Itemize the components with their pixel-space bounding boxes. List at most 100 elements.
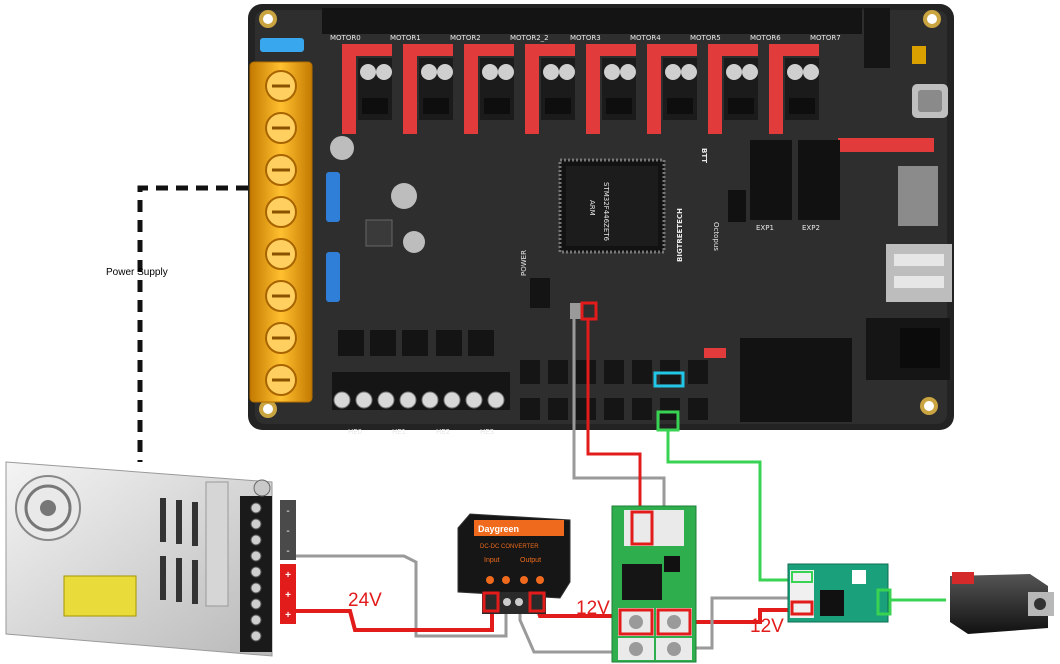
driver-pins — [667, 98, 693, 114]
driver-capacitor — [437, 64, 453, 80]
screw-icon — [487, 391, 505, 409]
heater-label: HE3 — [480, 428, 494, 436]
laser-module — [950, 572, 1054, 634]
driver-header — [718, 44, 758, 56]
gray-wire-12v — [690, 596, 800, 650]
driver-capacitor — [803, 64, 819, 80]
sd-card-slot — [898, 166, 938, 226]
driver-pins — [606, 98, 632, 114]
driver-header — [586, 44, 600, 134]
chip-label-2: STM32F446ZET6 — [602, 182, 610, 242]
driver-header — [464, 44, 478, 134]
screw-icon — [421, 391, 439, 409]
screw-icon — [250, 630, 262, 642]
screw-icon — [355, 391, 373, 409]
screw-icon — [333, 391, 351, 409]
driver-capacitor — [665, 64, 681, 80]
voltage-12v-label-driver: 12V — [750, 616, 784, 637]
screw-icon — [250, 598, 262, 610]
exp2-header — [798, 140, 840, 220]
motor-label: MOTOR2_2 — [510, 34, 549, 42]
io-connector — [688, 398, 708, 420]
driver-header — [647, 44, 661, 134]
driver-pins — [789, 98, 815, 114]
exp1-header — [750, 140, 792, 220]
converter-out-plus — [528, 591, 546, 613]
capacitor — [330, 136, 354, 160]
motor-label: MOTOR1 — [390, 34, 421, 42]
driver-pins — [423, 98, 449, 114]
io-connector — [632, 360, 652, 384]
brand-label: BIGTREETECH — [676, 208, 684, 262]
driver-header — [352, 44, 392, 56]
io-connector — [632, 398, 652, 420]
mcu-chip: ARM STM32F446ZET6 — [558, 158, 666, 254]
driver-capacitor — [604, 64, 620, 80]
screw-icon — [250, 502, 262, 514]
power-supply-unit: - - - + + + — [5, 461, 296, 657]
screw-icon — [250, 566, 262, 578]
screw-icon — [377, 391, 395, 409]
screw-icon — [465, 391, 483, 409]
model-label: Octopus — [712, 222, 720, 251]
exp2-label: EXP2 — [802, 224, 820, 232]
power-supply-link — [137, 185, 248, 462]
motor-label: MOTOR4 — [630, 34, 661, 42]
minus-sign: - — [286, 546, 289, 557]
driver-capacitor — [681, 64, 697, 80]
mounting-holes — [259, 10, 941, 418]
driver-pins — [545, 98, 571, 114]
motor-label: MOTOR7 — [810, 34, 841, 42]
fuse — [326, 172, 340, 222]
warning-label — [63, 575, 137, 617]
dc-dc-converter: Daygreen DC-DC CONVERTER Input Output — [457, 513, 571, 614]
psu-minus-terminals — [280, 500, 296, 560]
heater-label: HE1 — [392, 428, 406, 436]
converter-input: Input — [484, 557, 500, 564]
driver-header — [525, 44, 539, 134]
relay-mosfet — [622, 564, 662, 600]
screw-icon — [250, 534, 262, 546]
relay-out-plus — [656, 608, 692, 636]
driver-capacitor — [360, 64, 376, 80]
relay-in-plus — [618, 608, 654, 636]
driver-header — [342, 44, 356, 134]
heater-screws — [333, 391, 505, 409]
driver-power-plus — [790, 600, 814, 616]
btt-logo: BTT — [700, 148, 708, 163]
driver-header — [413, 44, 453, 56]
wires — [137, 185, 946, 654]
io-connector — [548, 360, 568, 384]
gray-wire-board — [572, 314, 666, 520]
minus-sign: - — [286, 526, 289, 537]
fuse — [326, 252, 340, 302]
io-connector — [520, 398, 540, 420]
red-wire-24v — [296, 604, 494, 632]
cyan-marker — [653, 371, 685, 388]
driver-pins — [728, 98, 754, 114]
plus-sign: + — [285, 570, 291, 581]
io-connector — [576, 360, 596, 384]
gray-wire-psu — [296, 554, 508, 638]
power-header-label: POWER — [520, 250, 528, 276]
laser-driver-module — [787, 563, 892, 623]
driver-capacitor — [620, 64, 636, 80]
screw-icon — [250, 550, 262, 562]
mosfets — [338, 330, 494, 356]
driver-capacitor — [421, 64, 437, 80]
io-connector — [604, 398, 624, 420]
converter-in-plus — [482, 591, 500, 613]
converter-model: DC-DC CONVERTER — [480, 544, 539, 550]
power-pin-gray — [570, 303, 582, 319]
screw-icon — [250, 518, 262, 530]
motor-label: MOTOR2 — [450, 34, 481, 42]
capacitor — [391, 183, 417, 209]
power-supply-label: Power Supply — [106, 267, 168, 278]
driver-pins — [484, 98, 510, 114]
stepper-drivers — [342, 44, 819, 134]
driver-signal-pin — [791, 571, 813, 583]
driver-header — [657, 44, 697, 56]
